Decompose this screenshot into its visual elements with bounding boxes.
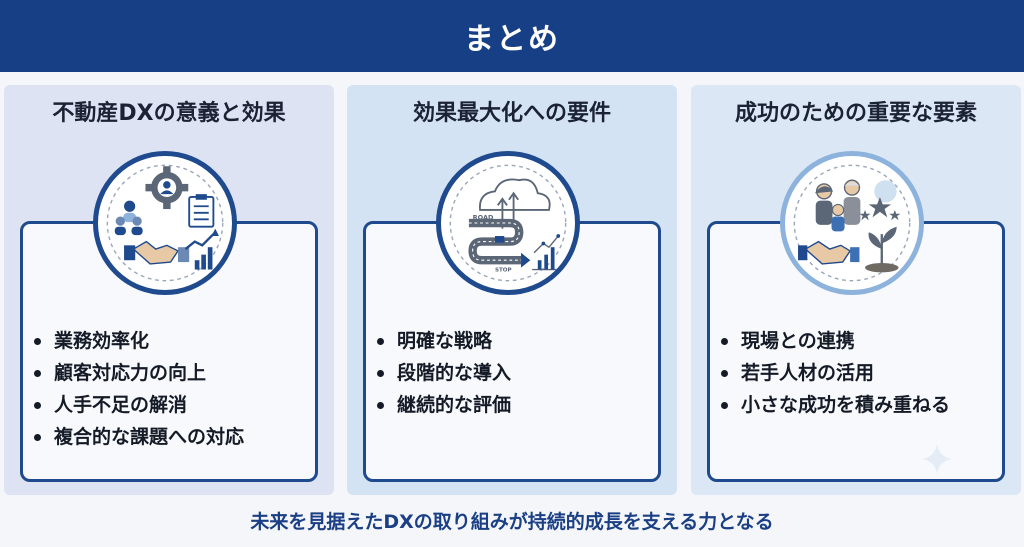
panel-title: 効果最大化への要件 <box>412 101 611 126</box>
list-item: 明確な戦略 <box>373 325 661 357</box>
panel-requirements: 効果最大化への要件 ROAD STOP <box>347 85 677 495</box>
panel-title: 不動産DXの意義と効果 <box>52 101 286 126</box>
list-item: 若手人材の活用 <box>717 357 1005 389</box>
list-item: 現場との連携 <box>717 325 1005 357</box>
list-item: 顧客対応力の向上 <box>30 357 318 389</box>
bullet-list: 現場との連携 若手人材の活用 小さな成功を積み重ねる <box>717 325 1005 421</box>
bullet-list: 明確な戦略 段階的な導入 継続的な評価 <box>373 325 661 421</box>
page-title: まとめ <box>464 22 560 57</box>
road-label: ROAD <box>473 213 494 221</box>
people-gear-handshake-chart-icon <box>93 151 237 295</box>
stop-label: STOP <box>495 267 512 273</box>
list-item: 人手不足の解消 <box>30 389 318 421</box>
panel-key-factors: 成功のための重要な要素 <box>691 85 1021 495</box>
list-item: 業務効率化 <box>30 325 318 357</box>
list-item: 継続的な評価 <box>373 389 661 421</box>
list-item: 段階的な導入 <box>373 357 661 389</box>
cloud-road-chart-icon: ROAD STOP <box>436 151 580 295</box>
list-item: 小さな成功を積み重ねる <box>717 389 1005 421</box>
panel-significance: 不動産DXの意義と効果 <box>4 85 334 495</box>
list-item: 複合的な課題への対応 <box>30 421 318 453</box>
sparkle-icon <box>922 444 952 474</box>
header-banner: まとめ <box>0 0 1024 72</box>
panel-title: 成功のための重要な要素 <box>734 101 977 126</box>
bullet-list: 業務効率化 顧客対応力の向上 人手不足の解消 複合的な課題への対応 <box>30 325 318 453</box>
footer-message: 未来を見据えたDXの取り組みが持続的成長を支える力となる <box>250 511 774 533</box>
family-handshake-plant-icon <box>780 151 924 295</box>
